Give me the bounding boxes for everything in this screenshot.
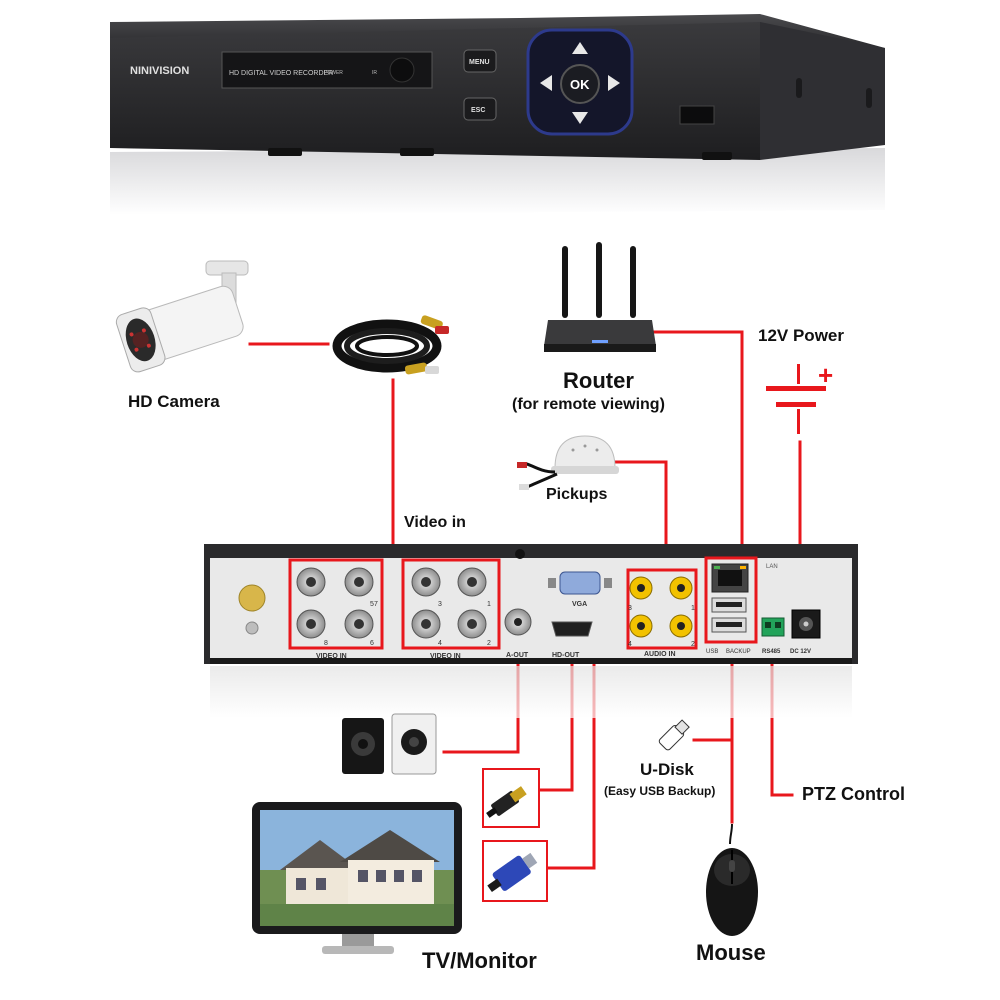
mouse[interactable]: [700, 822, 764, 940]
bnc-cable-coil: [332, 315, 449, 375]
dc-power-jack[interactable]: [791, 609, 821, 639]
video-in-right-label: VIDEO IN: [430, 653, 461, 660]
bnc-number: 6: [370, 640, 374, 647]
vga-label: VGA: [572, 601, 587, 608]
bnc-number: 5: [370, 601, 374, 608]
power-12v-label: 12V Power: [758, 326, 844, 345]
hd-camera-label: HD Camera: [128, 392, 220, 411]
audio-number: 2: [691, 641, 695, 648]
dvr-back-panel: VIDEO IN VIDEO IN 7 5 8 6 3 1 4 2 A-OUT …: [204, 544, 858, 718]
ok-button[interactable]: [560, 64, 600, 104]
lan-label: LAN: [766, 564, 778, 570]
audio-in-rca[interactable]: [629, 576, 693, 638]
video-in-left-label: VIDEO IN: [316, 653, 347, 660]
tv-monitor: [252, 802, 462, 954]
menu-button[interactable]: [463, 49, 497, 73]
esc-button-label: ESC: [471, 107, 485, 114]
router: [544, 242, 656, 352]
router-sublabel: (for remote viewing): [512, 396, 665, 413]
vga-port[interactable]: [559, 571, 601, 595]
a-out-label: A-OUT: [506, 652, 529, 659]
hdmi-port[interactable]: [551, 621, 593, 637]
video-in-label: Video in: [404, 514, 466, 531]
speakers: [342, 713, 437, 775]
bnc-number: 2: [487, 640, 491, 647]
arrow-down-icon[interactable]: [572, 112, 588, 124]
bnc-number: 8: [324, 640, 328, 647]
usb-flash-drive: [658, 719, 690, 751]
audio-number: 1: [691, 605, 695, 612]
rs485-label: RS485: [762, 649, 781, 655]
brand-logo: NINIVISION: [130, 65, 189, 77]
hd-camera: [115, 260, 249, 373]
wire-router-lan: [653, 330, 744, 562]
bnc-number: 1: [487, 601, 491, 608]
audio-number: 4: [628, 641, 632, 648]
hdmi-cable: [482, 768, 540, 828]
power-indicator-label: POWER: [324, 70, 343, 76]
router-label: Router: [563, 368, 634, 393]
bnc-number: 4: [438, 640, 442, 647]
arrow-up-icon[interactable]: [572, 42, 588, 54]
pickups-label: Pickups: [546, 486, 608, 503]
esc-button[interactable]: [463, 97, 497, 121]
audio-number: 3: [628, 605, 632, 612]
udisk-sublabel: (Easy USB Backup): [604, 784, 716, 798]
menu-button-label: MENU: [469, 59, 490, 66]
backup-label: BACKUP: [726, 649, 751, 655]
bnc-number: 3: [438, 601, 442, 608]
ptz-control-label: PTZ Control: [802, 784, 905, 804]
pickup-microphone: [517, 435, 619, 490]
power-symbol-icon: +: [766, 360, 833, 434]
video-in-left-bnc[interactable]: [296, 567, 374, 639]
audio-in-label: AUDIO IN: [644, 651, 676, 658]
hd-out-label: HD-OUT: [552, 652, 580, 659]
panel-text: HD DIGITAL VIDEO RECORDER: [229, 70, 333, 77]
mouse-label: Mouse: [696, 940, 766, 965]
vga-cable: [482, 840, 548, 902]
ok-button-label: OK: [570, 77, 590, 92]
arrow-left-icon[interactable]: [540, 75, 552, 91]
wire-pickups-audio: [610, 460, 668, 569]
tv-monitor-label: TV/Monitor: [422, 948, 537, 973]
ir-label: IR: [372, 70, 377, 76]
front-usb-slot: [679, 105, 715, 125]
usb-label: USB: [706, 649, 718, 655]
video-in-right-bnc[interactable]: [411, 567, 487, 639]
bnc-number: 7: [374, 601, 378, 608]
dvr-front: NINIVISION HD DIGITAL VIDEO RECORDER POW…: [110, 14, 885, 215]
arrow-right-icon[interactable]: [608, 75, 620, 91]
dc12v-label: DC 12V: [790, 649, 811, 655]
udisk-label: U-Disk: [640, 760, 694, 779]
power-plus-sign: +: [818, 360, 833, 390]
